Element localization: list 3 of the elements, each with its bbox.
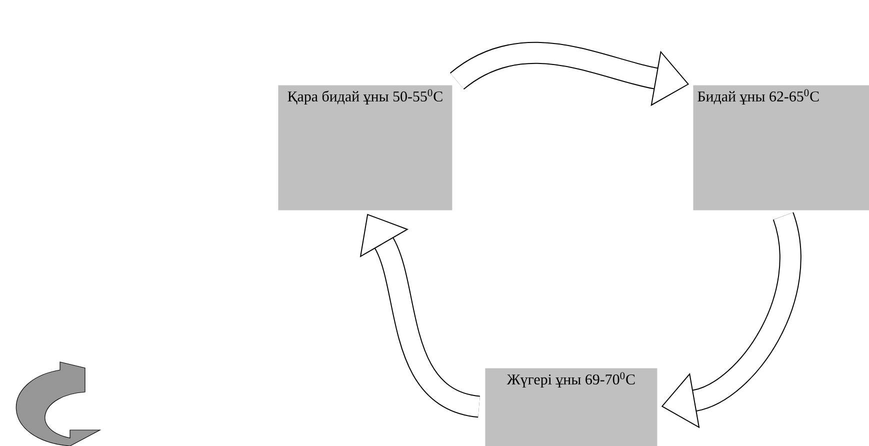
process-box: Жүгері ұны 69-70$^{0}$C xyxy=(485,368,658,446)
process-box: Бидай ұны 62-65$^{0}$C xyxy=(693,85,869,210)
process-box: Қара бидай ұны 50-55$^{0}$C xyxy=(278,85,452,210)
